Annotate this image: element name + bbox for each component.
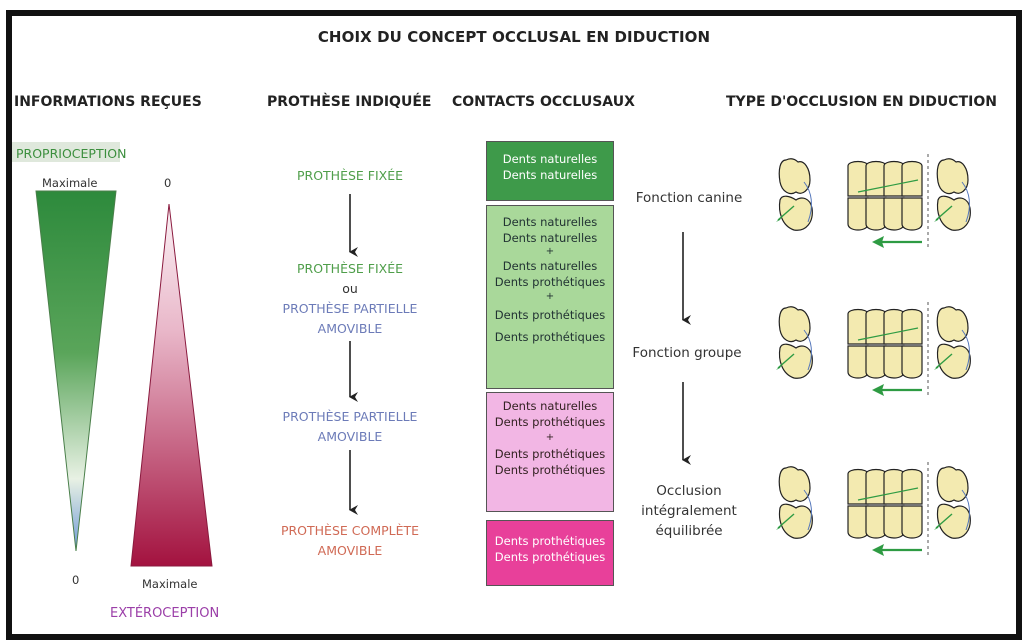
teeth-front-1 [847, 154, 929, 248]
contact-box3-line3: Dents prothétiques [494, 447, 606, 461]
prothese-amovible-3-text: AMOVIBLE [317, 429, 383, 444]
prothese-complete-text: PROTHÈSE COMPLÈTE [280, 523, 420, 538]
prothese-partielle-2-text: PROTHÈSE PARTIELLE [282, 301, 418, 316]
contact-box2-line3: Dents naturelles [502, 259, 598, 273]
prothese-partielle: PROTHÈSE PARTIELLE AMOVIBLE [270, 407, 430, 447]
contact-box2-plus2: + [545, 291, 555, 302]
contact-box3-line1: Dents naturelles [502, 399, 598, 413]
occlusion-group: Fonction groupe [632, 345, 742, 361]
contact-box2-line2: Dents naturelles [502, 231, 598, 245]
prothese-amovible-2-text: AMOVIBLE [317, 321, 383, 336]
exteroception-label: EXTÉROCEPTION [110, 606, 220, 621]
contact-box3-line2: Dents prothétiques [494, 415, 606, 429]
tooth-side-right-2 [934, 306, 971, 379]
prothese-fixee-2-text: PROTHÈSE FIXÉE [296, 261, 404, 276]
proprioception-zero: 0 [72, 573, 80, 587]
occlusion-balanced-line2: intégralement [641, 503, 737, 519]
contact-box-natural: Dents naturelles Dents naturelles [486, 141, 614, 201]
prothese-fixee-1: PROTHÈSE FIXÉE [270, 166, 430, 186]
contact-box4-top: Dents prothétiques [494, 534, 606, 548]
contact-box-prosthetic: Dents prothétiques Dents prothétiques [486, 520, 614, 586]
contact-box2-line5: Dents prothétiques [494, 308, 606, 322]
contact-box2-line4: Dents prothétiques [494, 275, 606, 289]
tooth-side-left-3 [776, 466, 813, 539]
occlusion-balanced-line1: Occlusion [656, 483, 722, 499]
tooth-side-right-3 [934, 466, 971, 539]
prothese-complete: PROTHÈSE COMPLÈTE AMOVIBLE [262, 521, 438, 561]
teeth-front-2 [847, 302, 929, 396]
contact-box2-line1: Dents naturelles [502, 215, 598, 229]
prothese-fixee-ou-partielle: PROTHÈSE FIXÉE ou PROTHÈSE PARTIELLE AMO… [270, 259, 430, 339]
occlusion-balanced-line3: équilibrée [655, 523, 723, 539]
contact-box3-line4: Dents prothétiques [494, 463, 606, 477]
teeth-front-3 [847, 462, 929, 556]
contact-box1-top: Dents naturelles [502, 152, 598, 166]
diagram-graphics [12, 142, 971, 567]
header-contacts: CONTACTS OCCLUSAUX [452, 94, 635, 110]
proprioception-label: PROPRIOCEPTION [16, 146, 127, 161]
tooth-side-left-2 [776, 306, 813, 379]
contact-box-mixed-pink: Dents naturelles Dents prothétiques + De… [486, 392, 614, 512]
prothese-fixee-1-text: PROTHÈSE FIXÉE [296, 168, 404, 183]
contact-box3-plus: + [545, 432, 555, 443]
diagram-title: CHOIX DU CONCEPT OCCLUSAL EN DIDUCTION [317, 28, 711, 46]
teeth-balanced-occlusion [776, 462, 971, 556]
header-informations: INFORMATIONS REÇUES [14, 94, 202, 110]
tooth-side-left-1 [776, 158, 813, 231]
header-prothese: PROTHÈSE INDIQUÉE [267, 94, 432, 110]
diagram-frame: CHOIX DU CONCEPT OCCLUSAL EN DIDUCTION I… [6, 10, 1022, 640]
occlusion-balanced: Occlusion intégralement équilibrée [624, 481, 754, 541]
occlusion-canine: Fonction canine [635, 190, 743, 206]
tooth-side-right-1 [934, 158, 971, 231]
contact-box-mixed-green: Dents naturelles Dents naturelles + Dent… [486, 205, 614, 389]
proprioception-triangle [35, 190, 117, 552]
teeth-group-function [776, 302, 971, 396]
proprioception-highlight [12, 142, 120, 162]
exteroception-triangle [130, 203, 213, 567]
teeth-canine-function [776, 154, 971, 248]
header-type-occlusion: TYPE D'OCCLUSION EN DIDUCTION [726, 94, 997, 110]
exteroception-max: Maximale [142, 577, 198, 591]
contact-box4-bottom: Dents prothétiques [494, 550, 606, 564]
proprioception-max: Maximale [42, 176, 98, 190]
prothese-partielle-3-text: PROTHÈSE PARTIELLE [282, 409, 418, 424]
contact-box2-plus1: + [545, 246, 555, 257]
prothese-amovible-4-text: AMOVIBLE [317, 543, 383, 558]
contact-box1-bottom: Dents naturelles [502, 168, 598, 182]
exteroception-zero: 0 [164, 176, 172, 190]
contact-box2-line6: Dents prothétiques [494, 330, 606, 344]
prothese-ou-text: ou [342, 281, 358, 296]
